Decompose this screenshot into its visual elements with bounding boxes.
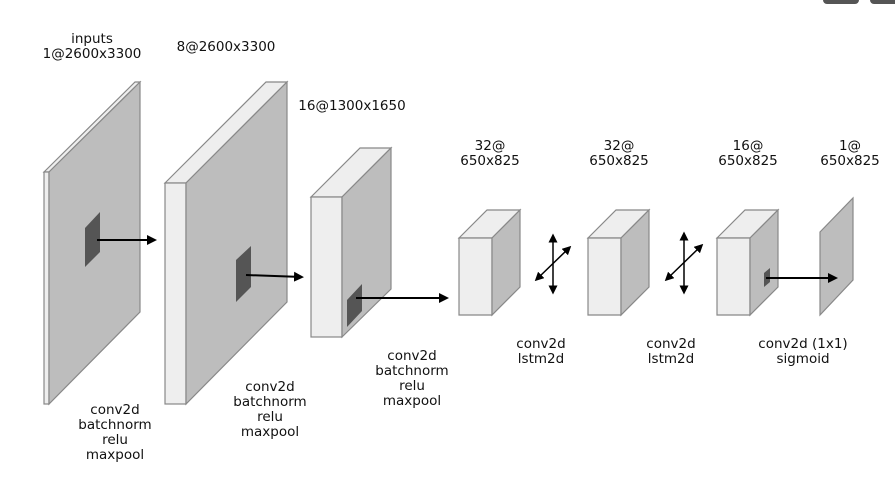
label-line: relu xyxy=(399,378,425,394)
kernel xyxy=(347,284,362,327)
label-line: conv2d xyxy=(646,336,696,352)
label-line: 16@ xyxy=(732,138,764,154)
feature-map-3 xyxy=(457,208,522,317)
label-line: relu xyxy=(257,409,283,425)
feature-map-1 xyxy=(163,80,289,406)
label-line: 650x825 xyxy=(718,153,778,169)
label-line: maxpool xyxy=(85,447,145,463)
label-line: lstm2d xyxy=(647,351,695,367)
label-line: batchnorm xyxy=(375,363,449,379)
feature-map-4 xyxy=(586,208,651,317)
label-line: 1@ xyxy=(838,138,862,154)
label-line: batchnorm xyxy=(78,417,152,433)
label-line: maxpool xyxy=(382,393,442,409)
feature-map-2 xyxy=(309,146,393,339)
layer2-shape-label: 16@1300x1650 xyxy=(298,99,405,114)
label-line: 8@2600x3300 xyxy=(176,39,276,55)
label-line: 650x825 xyxy=(820,153,880,169)
label-line: conv2d xyxy=(90,402,140,418)
layer5-shape-label: 16@650x825 xyxy=(718,139,778,169)
label-line: maxpool xyxy=(240,424,300,440)
lstm-arrows xyxy=(534,231,704,295)
label-line: 32@ xyxy=(603,138,635,154)
label-line: conv2d xyxy=(387,348,437,364)
layer4-shape-label: 32@650x825 xyxy=(589,139,649,169)
label-line: 1@2600x3300 xyxy=(42,46,142,62)
label-line: relu xyxy=(102,432,128,448)
label-line: 16@1300x1650 xyxy=(298,98,406,114)
kernel xyxy=(236,246,251,302)
feature-map-5 xyxy=(715,208,780,317)
label-line: batchnorm xyxy=(233,394,307,410)
label-line: 650x825 xyxy=(589,153,649,169)
op6-label: conv2d (1x1)sigmoid xyxy=(758,337,847,367)
kernel xyxy=(85,212,100,267)
output-shape-label: 1@650x825 xyxy=(820,139,880,169)
label-line: inputs xyxy=(71,31,113,47)
label-line: conv2d xyxy=(245,379,295,395)
arrow xyxy=(245,271,304,282)
layer3-shape-label: 32@650x825 xyxy=(460,139,520,169)
label-line: conv2d xyxy=(516,336,566,352)
label-line: conv2d (1x1) xyxy=(758,336,848,352)
output-plane xyxy=(819,196,854,317)
layer1-shape-label: 8@2600x3300 xyxy=(177,40,276,55)
label-line: 32@ xyxy=(474,138,506,154)
label-line: lstm2d xyxy=(517,351,565,367)
window-button[interactable] xyxy=(870,0,895,4)
label-line: 650x825 xyxy=(460,153,520,169)
label-line: sigmoid xyxy=(776,351,830,367)
window-button[interactable] xyxy=(823,0,859,4)
